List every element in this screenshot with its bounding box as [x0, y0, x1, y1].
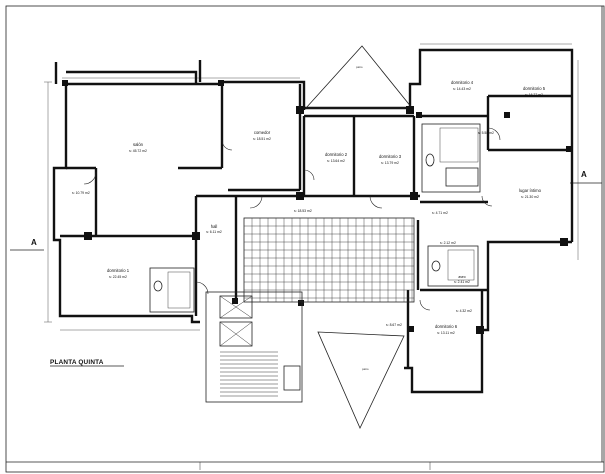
svg-text:A: A: [581, 170, 587, 179]
bathroom-left: [149, 267, 195, 313]
svg-text:s: 4.32 m2: s: 4.32 m2: [456, 309, 472, 313]
svg-text:hall: hall: [211, 224, 218, 229]
plan-title: PLANTA QUINTA: [50, 359, 124, 367]
room-comedor: comedor s: 18.51 m2: [253, 130, 271, 141]
svg-text:s: 2.12 m2: s: 2.12 m2: [440, 241, 456, 245]
svg-text:s: 22.45 m2: s: 22.45 m2: [109, 275, 127, 279]
area-labels: s: 10.79 m2 s: 18.53 m2 s: 4.71 m2 s: 5.…: [72, 131, 494, 327]
svg-text:lugar íntimo: lugar íntimo: [519, 188, 542, 193]
doors: [83, 127, 501, 311]
svg-text:s: 18.53 m2: s: 18.53 m2: [294, 209, 312, 213]
svg-text:dormitorio 3: dormitorio 3: [379, 154, 402, 159]
svg-text:patio: patio: [362, 367, 369, 371]
drawing-frame: [5, 5, 605, 473]
svg-text:s: 13.11 m2: s: 13.11 m2: [437, 331, 455, 335]
svg-text:dormitorio 2: dormitorio 2: [325, 152, 348, 157]
room-hall: hall s: 6.11 m2: [206, 224, 222, 234]
svg-text:A: A: [31, 238, 37, 247]
bathroom-top: [421, 123, 481, 193]
svg-text:s: 4.71 m2: s: 4.71 m2: [432, 211, 448, 215]
room-dormitorio-1: dormitorio 1 s: 22.45 m2: [107, 268, 130, 279]
svg-text:s: 8.67 m2: s: 8.67 m2: [386, 323, 402, 327]
tiled-floor: [243, 217, 415, 303]
exterior-walls: [52, 48, 574, 394]
svg-text:dormitorio 4: dormitorio 4: [451, 80, 474, 85]
svg-text:s: 13.64 m2: s: 13.64 m2: [327, 159, 345, 163]
structural-columns: [62, 80, 572, 334]
svg-text:patio: patio: [356, 65, 363, 69]
dimension-lines: [44, 43, 579, 331]
svg-text:dormitorio 6: dormitorio 6: [435, 324, 458, 329]
svg-text:s: 21.30 m2: s: 21.30 m2: [521, 195, 539, 199]
svg-text:s: 18.51 m2: s: 18.51 m2: [253, 137, 271, 141]
room-dormitorio-2: dormitorio 2 s: 13.64 m2: [325, 152, 348, 163]
section-mark-left: A: [10, 238, 44, 251]
svg-text:salón: salón: [133, 142, 144, 147]
room-dormitorio-3: dormitorio 3 s: 13.79 m2: [379, 154, 402, 165]
svg-text:s: 14.43 m2: s: 14.43 m2: [453, 87, 471, 91]
section-mark-right: A: [570, 170, 602, 184]
svg-text:s: 45.72 m2: s: 45.72 m2: [129, 149, 147, 153]
svg-text:s: 13.79 m2: s: 13.79 m2: [381, 161, 399, 165]
interior-walls: [60, 84, 572, 368]
room-estar: lugar íntimo s: 21.30 m2: [519, 188, 542, 199]
svg-text:s: 6.11 m2: s: 6.11 m2: [206, 230, 222, 234]
svg-text:aseo: aseo: [458, 275, 465, 279]
svg-text:dormitorio 1: dormitorio 1: [107, 268, 130, 273]
patio-top: patio: [305, 45, 413, 109]
room-salon: salón s: 45.72 m2: [129, 142, 147, 153]
svg-text:comedor: comedor: [254, 130, 271, 135]
svg-text:s: 5.58 m2: s: 5.58 m2: [478, 131, 494, 135]
bathroom-right: [427, 245, 479, 287]
room-dormitorio-6: dormitorio 6 s: 13.11 m2: [435, 324, 458, 335]
room-dormitorio-5: dormitorio 5 s: 16.77 m2: [523, 86, 546, 97]
svg-text:s: 10.79 m2: s: 10.79 m2: [72, 191, 90, 195]
svg-text:dormitorio 5: dormitorio 5: [523, 86, 546, 91]
svg-text:PLANTA QUINTA: PLANTA QUINTA: [50, 359, 104, 366]
room-dormitorio-4: dormitorio 4 s: 14.43 m2: [451, 80, 474, 91]
stair-core: [205, 291, 303, 403]
svg-text:s: 16.77 m2: s: 16.77 m2: [525, 93, 543, 97]
svg-text:s: 2.41 m2: s: 2.41 m2: [454, 280, 470, 284]
room-aseo: aseo s: 2.41 m2: [454, 275, 470, 284]
patio-bottom: patio: [317, 331, 405, 429]
